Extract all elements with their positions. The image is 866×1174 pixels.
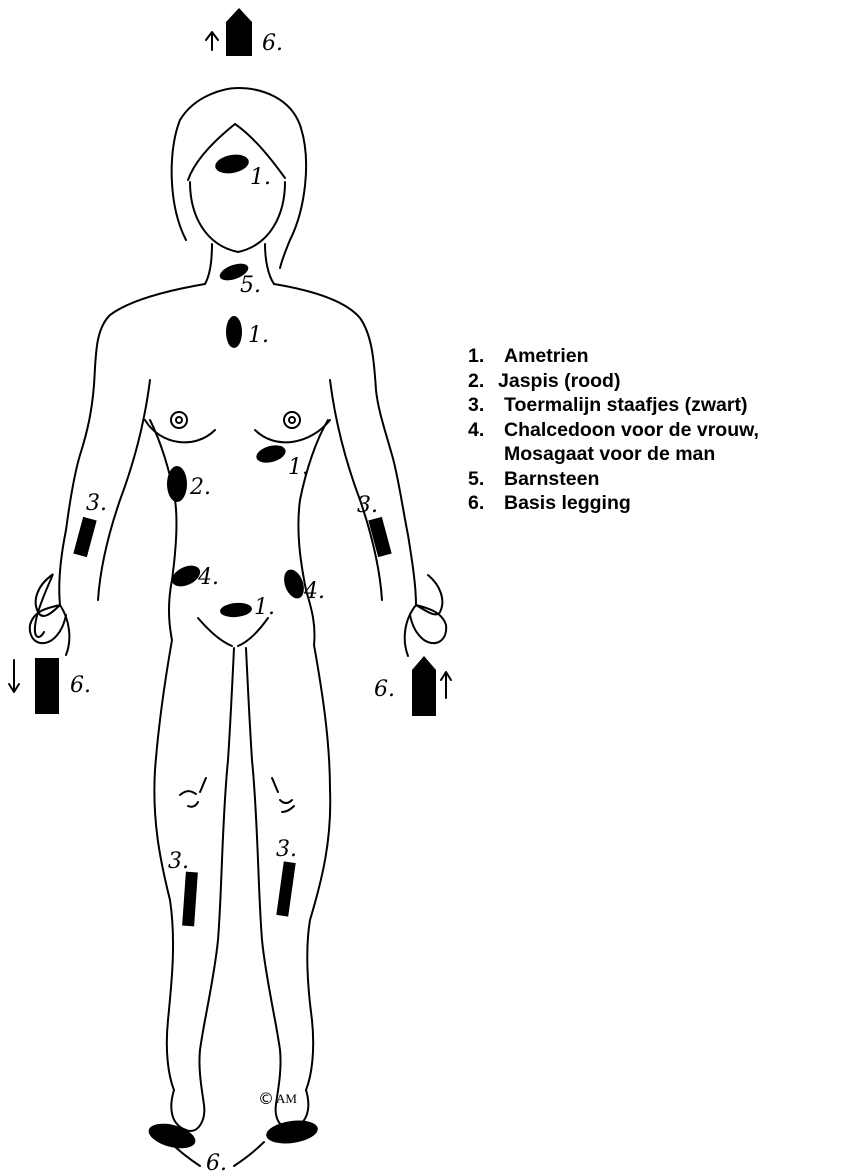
stone-crystal-top	[226, 22, 252, 56]
legend-item: 4.Chalcedoon voor de vrouw,	[468, 418, 759, 443]
legend-text: Chalcedoon voor de vrouw,	[504, 418, 759, 443]
signature: AM	[276, 1091, 297, 1106]
pelvis-line-left	[198, 618, 232, 646]
arm-right-inner	[330, 380, 382, 600]
stone-forehead	[214, 152, 251, 176]
legend: 1.Ametrien 2.Jaspis (rood) 3.Toermalijn …	[468, 344, 759, 516]
stone-crystal-right-hand-tip	[412, 656, 436, 670]
arrow-up-top	[206, 32, 218, 50]
stone-pelvis	[219, 602, 252, 619]
stone-arm-left	[73, 517, 96, 557]
stone-leg-right	[276, 861, 295, 916]
legend-text: Ametrien	[504, 344, 589, 369]
pelvis-line-right	[238, 618, 268, 646]
face-outline	[190, 182, 285, 252]
legend-item: Mosagaat voor de man	[468, 442, 759, 467]
label-5-throat: 5.	[240, 273, 261, 298]
label-6-left-hand: 6.	[70, 673, 91, 698]
label-3-leg-left: 3.	[168, 849, 189, 874]
body-outline-left	[35, 284, 234, 1131]
legend-number	[468, 442, 504, 467]
legend-number: 1.	[468, 344, 504, 369]
stone-foot-left	[146, 1119, 198, 1153]
stone-leg-left	[182, 872, 198, 927]
nipple-left-inner	[176, 417, 182, 423]
stone-crystal-left-hand	[35, 658, 59, 714]
legend-number: 6.	[468, 491, 504, 516]
label-3-arm-right: 3.	[357, 493, 378, 518]
legend-item: 3.Toermalijn staafjes (zwart)	[468, 393, 759, 418]
knee-right	[272, 778, 294, 812]
legend-text: Jaspis (rood)	[498, 369, 620, 394]
label-1-forehead: 1.	[250, 165, 271, 190]
stone-chest	[226, 316, 242, 348]
arm-left-inner	[98, 380, 150, 600]
legend-item: 6.Basis legging	[468, 491, 759, 516]
label-4-right: 4.	[303, 579, 325, 604]
legend-item: 5.Barnsteen	[468, 467, 759, 492]
legend-text: Barnsteen	[504, 467, 599, 492]
legend-text: Toermalijn staafjes (zwart)	[504, 393, 747, 418]
arrow-up-right	[441, 672, 451, 698]
legend-number: 4.	[468, 418, 504, 443]
label-1-chest: 1.	[248, 323, 269, 348]
label-2-spleen: 2.	[189, 475, 211, 500]
label-3-leg-right: 3.	[276, 837, 297, 862]
label-3-arm-left: 3.	[86, 491, 107, 516]
neck-left	[205, 244, 212, 284]
label-1-solar: 1.	[288, 455, 309, 480]
legend-number: 5.	[468, 467, 504, 492]
label-1-pelvis: 1.	[254, 595, 275, 620]
label-6-right-hand: 6.	[374, 677, 395, 702]
stone-crystal-right-hand	[412, 670, 436, 716]
nipple-left-outer	[171, 412, 187, 428]
stone-crystal-top-tip	[226, 8, 252, 22]
stone-foot-right	[265, 1117, 320, 1146]
legend-text: Basis legging	[504, 491, 631, 516]
stone-spleen	[167, 466, 187, 502]
label-4-left: 4.	[197, 565, 219, 590]
stone-solar	[254, 442, 287, 465]
legend-item: 2.Jaspis (rood)	[468, 369, 759, 394]
neck-right	[265, 244, 274, 284]
legend-text: Mosagaat voor de man	[504, 442, 715, 467]
label-6-feet: 6.	[206, 1151, 227, 1174]
copyright-icon: ©	[258, 1089, 274, 1108]
legend-number: 2.	[468, 369, 498, 394]
nipple-right-outer	[284, 412, 300, 428]
label-6-top: 6.	[262, 31, 283, 56]
arrow-down-left	[9, 660, 19, 692]
legend-number: 3.	[468, 393, 504, 418]
legend-item: 1.Ametrien	[468, 344, 759, 369]
knee-left	[180, 778, 206, 807]
nipple-right-inner	[289, 417, 295, 423]
feet-line-right	[234, 1142, 264, 1166]
